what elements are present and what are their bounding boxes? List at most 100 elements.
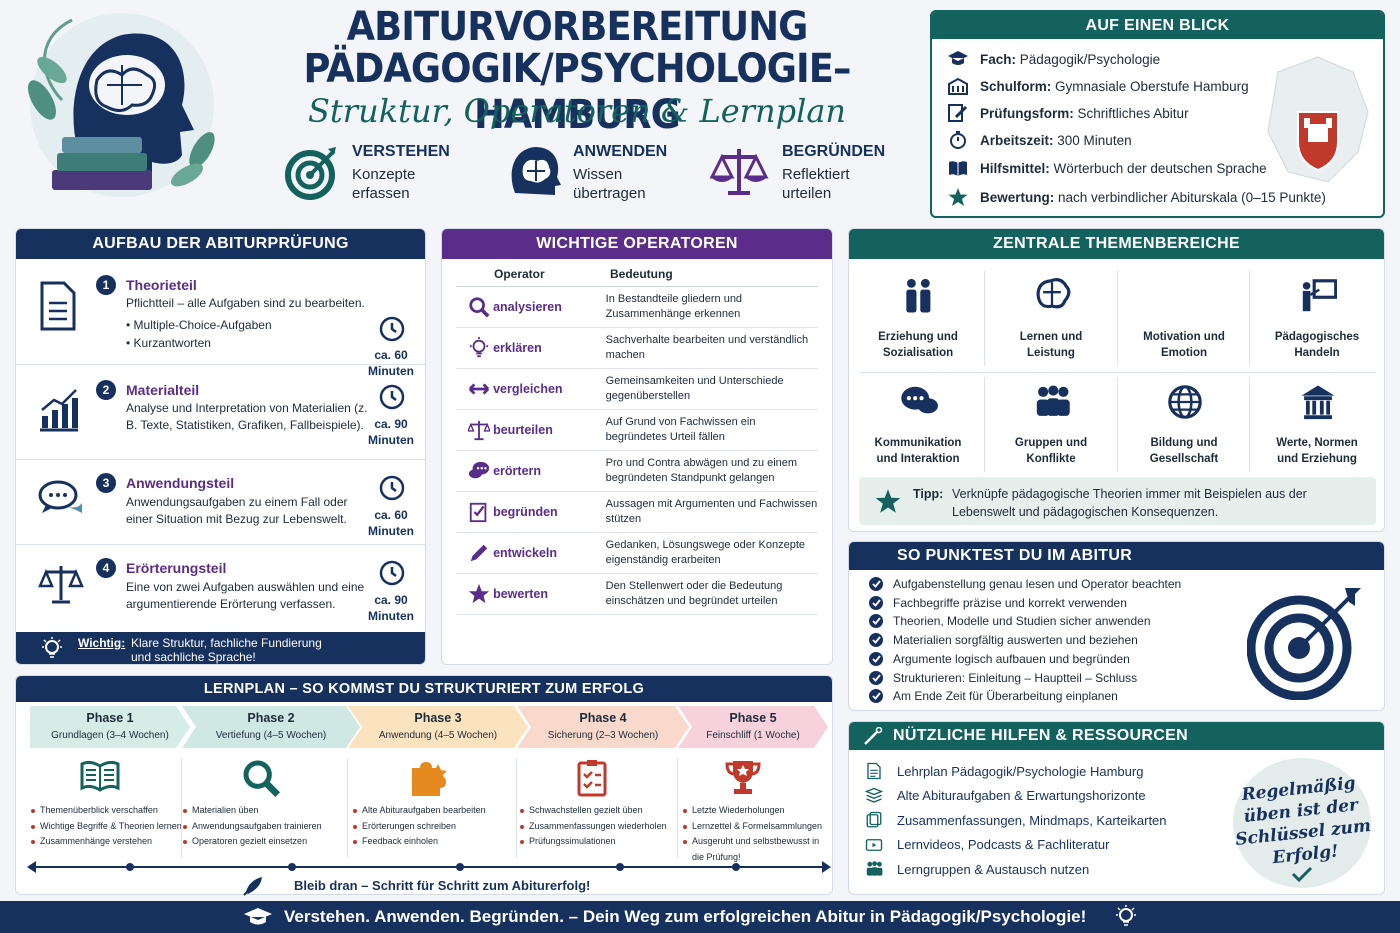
operatoren-panel: WICHTIGE OPERATOREN Operator Bedeutung a… xyxy=(441,228,833,665)
resource-link[interactable]: Lernvideos, Podcasts & Fachliteratur xyxy=(865,836,1109,854)
punkte-text: Theorien, Modelle und Studien sicher anw… xyxy=(893,614,1151,629)
edit-document-icon xyxy=(948,104,968,122)
phase-task: Schwachstellen gezielt üben xyxy=(519,803,685,819)
operatoren-title: WICHTIGE OPERATOREN xyxy=(442,229,832,259)
check-circle-icon xyxy=(869,689,883,704)
resource-text: Zusammenfassungen, Mindmaps, Karteikarte… xyxy=(897,812,1167,828)
timeline-dot xyxy=(456,863,464,871)
checklist-icon xyxy=(456,501,493,523)
resource-link[interactable]: Lerngruppen & Austausch nutzen xyxy=(865,860,1089,878)
aufbau-panel: AUFBAU DER ABITURPRÜFUNG 1 Theorieteil P… xyxy=(15,228,426,665)
operator-name: erklären xyxy=(493,341,542,355)
part-title: Theorieteil xyxy=(126,277,197,293)
operator-meaning: Gemeinsamkeiten und Unterschiede gegenüb… xyxy=(605,375,784,402)
hilfen-panel: NÜTZLICHE HILFEN & RESSOURCEN Lehrplan P… xyxy=(848,721,1385,895)
phase-task: Zusammenfassungen wiederholen xyxy=(519,819,685,835)
punkte-title: SO PUNKTEST DU IM ABITUR xyxy=(849,542,1384,570)
aufbau-title: AUFBAU DER ABITURPRÜFUNG xyxy=(16,229,425,259)
clock-icon xyxy=(379,384,405,410)
lightbulb-icon xyxy=(1114,905,1138,929)
resource-text: Lehrplan Pädagogik/Psychologie Hamburg xyxy=(897,763,1144,779)
phase-name: Phase 4 xyxy=(579,711,627,725)
group-icon xyxy=(1033,383,1071,421)
punkte-text: Materialien sorgfältig auswerten und bez… xyxy=(893,633,1138,648)
pillar-heading: VERSTEHEN xyxy=(352,143,450,160)
operator-meaning: Aussagen mit Argumenten und Fachwissen s… xyxy=(605,498,818,525)
timeline-dot xyxy=(732,863,740,871)
speech-bubbles-icon xyxy=(38,479,84,519)
punkte-text: Argumente logisch aufbauen und begründen xyxy=(893,651,1130,666)
theme-divider xyxy=(1249,377,1250,472)
page-subtitle: Struktur, Operatoren & Lernplan xyxy=(308,92,846,130)
check-circle-icon xyxy=(869,614,883,629)
timeline-arrowhead xyxy=(822,861,831,873)
punkte-item: Strukturieren: Einleitung – Hauptteil – … xyxy=(869,670,1137,685)
pillar-text-line1: Konzepte xyxy=(352,166,416,183)
part-number: 1 xyxy=(96,275,116,295)
tip-line2: Lebenswelt und pädagogischen Konsequenze… xyxy=(952,505,1219,519)
resource-link[interactable]: Alte Abituraufgaben & Erwartungshorizont… xyxy=(865,787,1146,805)
phase-divider xyxy=(516,758,517,858)
phase-task: Zusammenhänge verstehen xyxy=(30,834,184,850)
open-book-icon xyxy=(80,758,120,798)
aufbau-part-4: 4 Erörterungsteil Eine von zwei Aufgaben… xyxy=(16,546,425,632)
blick-panel: AUF EINEN BLICK Fach: Pädagogik/Psycholo… xyxy=(930,10,1385,218)
resource-link[interactable]: Zusammenfassungen, Mindmaps, Karteikarte… xyxy=(865,811,1167,829)
punkte-item: Theorien, Modelle und Studien sicher anw… xyxy=(869,614,1151,629)
punkte-item: Aufgabenstellung genau lesen und Operato… xyxy=(869,577,1181,591)
blick-value: Gymnasiale Oberstufe Hamburg xyxy=(1055,78,1249,94)
lernplan-motto: Bleib dran – Schritt für Schritt zum Abi… xyxy=(294,878,591,893)
scales-icon xyxy=(38,562,84,606)
part-description: Analyse und Interpretation von Materiali… xyxy=(126,401,368,432)
part-title: Anwendungsteil xyxy=(126,475,235,491)
blick-label: Hilfsmittel: xyxy=(980,160,1050,176)
phase-task: Feedback einholen xyxy=(352,834,526,850)
blick-row-schulform: Schulform: Gymnasiale Oberstufe Hamburg xyxy=(948,77,1249,95)
punkte-item: Am Ende Zeit für Überarbeitung einplanen xyxy=(869,689,1118,704)
phase-duration: Feinschliff (1 Woche) xyxy=(706,730,800,741)
blick-row-fach: Fach: Pädagogik/Psychologie xyxy=(948,50,1160,68)
phase-task: Erörterungen schreiben xyxy=(352,819,526,835)
punkte-item: Fachbegriffe präzise und korrekt verwend… xyxy=(869,595,1127,610)
blick-label: Prüfungsform: xyxy=(980,105,1074,121)
brain-head-icon xyxy=(505,143,563,201)
phase-task: Letzte Wiederholungen xyxy=(682,803,826,819)
aufbau-note: Wichtig: Klare Struktur, fachliche Fundi… xyxy=(16,632,425,664)
resource-link[interactable]: Lehrplan Pädagogik/Psychologie Hamburg xyxy=(865,762,1143,780)
aufbau-part-1: 1 Theorieteil Pflichtteil – alle Aufgabe… xyxy=(16,259,425,378)
page-title-line2: PÄDAGOGIK/PSYCHOLOGIE–HAMBURG xyxy=(303,46,852,138)
theme-divider xyxy=(1117,377,1118,472)
teacher-board-icon xyxy=(1299,277,1337,315)
institution-icon xyxy=(1299,383,1337,421)
star-icon xyxy=(875,489,901,513)
phase-task: Prüfungssimulationen xyxy=(519,834,685,850)
punkte-panel: SO PUNKTEST DU IM ABITUR Aufgabenstellun… xyxy=(848,541,1385,711)
chat-icon xyxy=(900,383,938,421)
part-description: Anwendungsaufgaben zu einem Fall oder ei… xyxy=(126,495,348,526)
resource-text: Lerngruppen & Austausch nutzen xyxy=(897,861,1090,877)
phase-divider xyxy=(347,758,348,858)
column-header-operator: Operator xyxy=(494,267,545,281)
phase-duration: Anwendung (4–5 Wochen) xyxy=(378,730,498,741)
document-icon xyxy=(40,281,76,331)
magnifier-icon xyxy=(456,296,493,318)
